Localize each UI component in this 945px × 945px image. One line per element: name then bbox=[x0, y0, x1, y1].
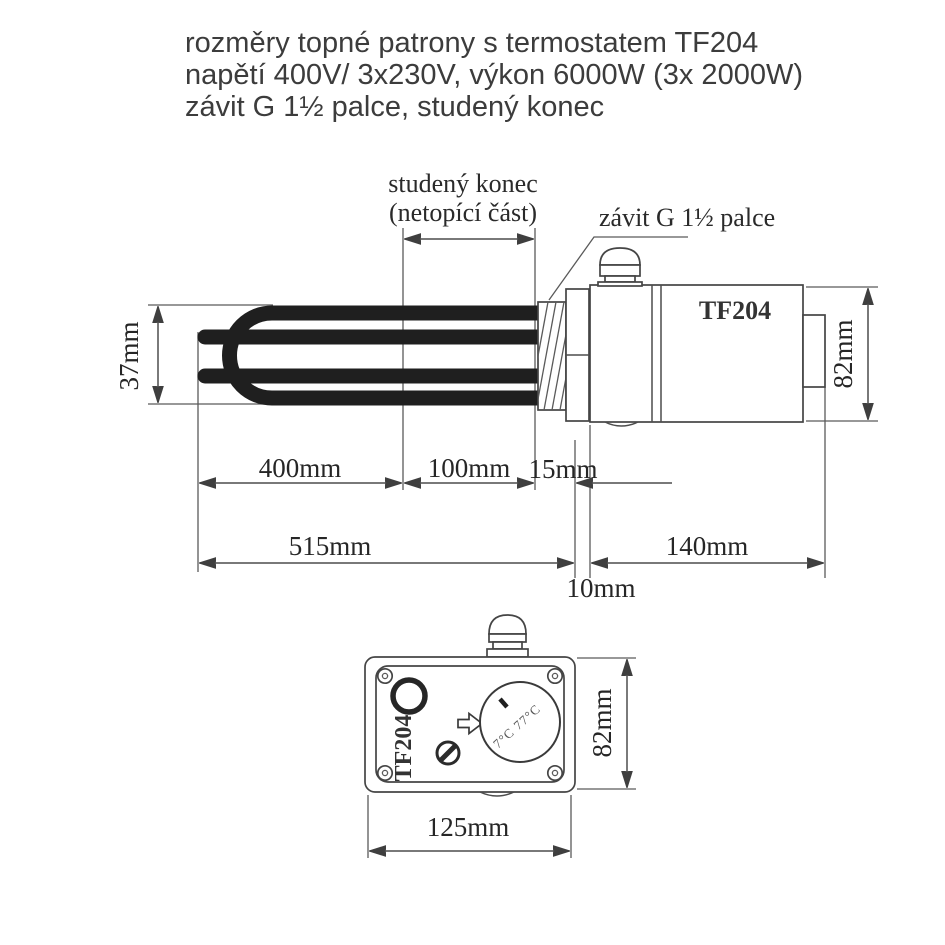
adjustment-screw-icon bbox=[435, 740, 461, 766]
housing-model-label: TF204 bbox=[699, 296, 771, 325]
thermostat-enclosure: TF204 7°C 77°C bbox=[364, 656, 576, 797]
dim-label-515mm: 515mm bbox=[289, 531, 372, 561]
dim-label-125mm: 125mm bbox=[427, 812, 510, 842]
gland-dome bbox=[599, 247, 641, 266]
cable-gland-front bbox=[486, 614, 529, 658]
thread-leader-line bbox=[548, 236, 688, 301]
corner-screws bbox=[376, 667, 564, 782]
housing-bottom-notch bbox=[604, 421, 639, 427]
gland-base bbox=[486, 648, 529, 658]
title-block: rozměry topné patrony s termostatem TF20… bbox=[185, 27, 803, 123]
dim-label-400mm: 400mm bbox=[259, 453, 342, 483]
dim-label-140mm: 140mm bbox=[666, 531, 749, 561]
screw-icon bbox=[376, 667, 394, 685]
signal-lamp-icon bbox=[390, 677, 428, 715]
screw-icon bbox=[546, 667, 564, 685]
screw-icon bbox=[546, 764, 564, 782]
dim-37mm: 37mm bbox=[114, 304, 273, 405]
gland-ring bbox=[599, 264, 641, 277]
front-view: TF204 7°C 77°C 82mm bbox=[364, 614, 636, 858]
dim-label-15mm: 15mm bbox=[528, 454, 597, 484]
housing-body bbox=[589, 284, 804, 423]
thread-callout: závit G 1½ palce bbox=[548, 203, 775, 301]
dimension-row-1: 400mm 100mm 15mm bbox=[200, 453, 672, 484]
thread-label: závit G 1½ palce bbox=[599, 203, 775, 232]
dim-label-82mm-side: 82mm bbox=[828, 319, 858, 388]
dim-125mm: 125mm bbox=[367, 795, 572, 858]
enclosure-model-label: TF204 bbox=[391, 715, 417, 782]
hex-flange bbox=[565, 288, 590, 422]
gland-neck bbox=[604, 275, 636, 283]
dim-82mm-front: 82mm bbox=[577, 657, 636, 790]
cable-gland-side bbox=[597, 247, 643, 287]
dim-label-10mm: 10mm bbox=[566, 573, 635, 603]
thermostat-housing: TF204 bbox=[589, 284, 826, 427]
title-line-1: rozměry topné patrony s termostatem TF20… bbox=[185, 27, 758, 59]
pointer-arrow-icon bbox=[457, 711, 484, 736]
tube-outer-loop bbox=[222, 305, 540, 406]
title-line-3: závit G 1½ palce, studený konec bbox=[185, 91, 604, 123]
cold-end-label-line1: studený konec bbox=[388, 169, 537, 198]
side-view: 37mm bbox=[114, 169, 878, 603]
temperature-dial: 7°C 77°C bbox=[479, 681, 561, 763]
title-line-2: napětí 400V/ 3x230V, výkon 6000W (3x 200… bbox=[185, 59, 803, 91]
dim-label-37mm: 37mm bbox=[114, 321, 144, 390]
gland-neck bbox=[492, 641, 523, 650]
cold-end-label-line2: (netopící část) bbox=[389, 198, 537, 227]
cold-end-callout: studený konec (netopící část) bbox=[388, 169, 538, 239]
dim-82mm-side: 82mm bbox=[806, 286, 878, 422]
dial-tick bbox=[498, 697, 509, 709]
dim-label-100mm: 100mm bbox=[428, 453, 511, 483]
thread-hatch bbox=[538, 302, 566, 410]
heating-element-tubes bbox=[197, 305, 553, 406]
gland-dome bbox=[488, 614, 527, 635]
dim-label-82mm-front: 82mm bbox=[587, 688, 617, 757]
dimension-row-2: 515mm 140mm 10mm bbox=[200, 531, 823, 603]
gland-base bbox=[597, 281, 643, 287]
housing-end-cap bbox=[802, 314, 826, 388]
enclosure-bottom-notch bbox=[479, 791, 515, 797]
screw-icon bbox=[376, 764, 394, 782]
gland-ring bbox=[488, 633, 527, 643]
